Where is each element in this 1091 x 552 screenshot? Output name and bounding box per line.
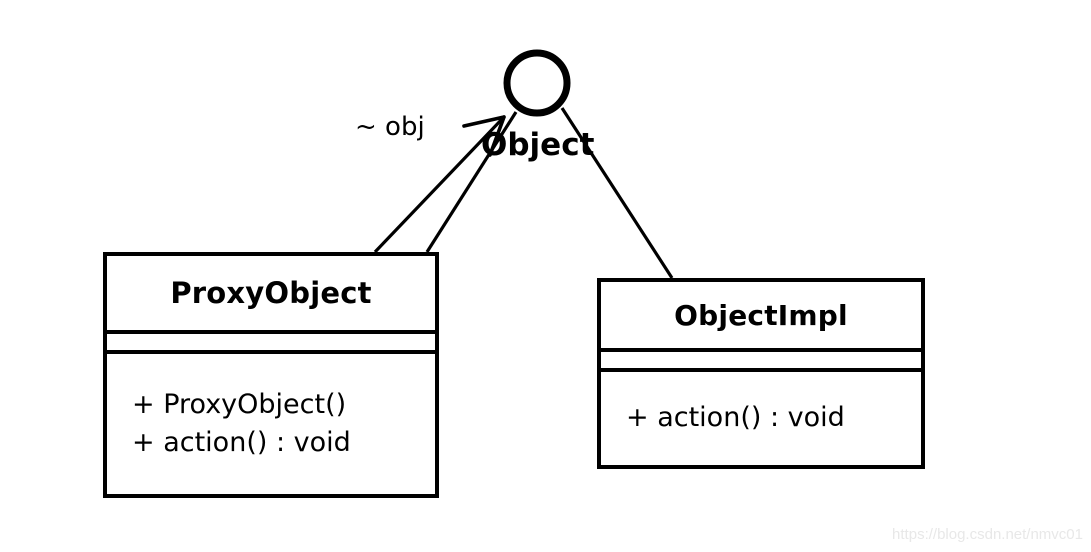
class-name-proxyobject: ProxyObject (170, 276, 372, 310)
class-name-objectimpl: ObjectImpl (674, 298, 848, 332)
class-box-objectimpl[interactable]: ObjectImpl + action() : void (597, 278, 925, 469)
class-method: + ProxyObject() (132, 388, 347, 420)
association-arrowhead (462, 115, 506, 157)
class-attributes-compartment (601, 348, 921, 372)
class-methods-compartment: + ProxyObject() + action() : void (107, 354, 435, 494)
class-attributes-compartment (107, 330, 435, 354)
association-role-label: ~ obj (355, 112, 425, 142)
class-name-compartment: ObjectImpl (601, 282, 921, 348)
realization-line-proxyobject (425, 111, 518, 253)
class-method: + action() : void (132, 427, 351, 458)
class-box-proxyobject[interactable]: ProxyObject + ProxyObject() + action() :… (103, 252, 439, 498)
class-methods-compartment: + action() : void (601, 372, 921, 465)
interface-label-object: Object (481, 127, 595, 163)
class-name-compartment: ProxyObject (107, 256, 435, 330)
class-method: + action() : void (626, 402, 845, 434)
realization-line-objectimpl (560, 107, 674, 279)
interface-circle-object (503, 49, 571, 117)
watermark-text: https://blog.csdn.net/nmvc01 (892, 526, 1083, 543)
association-line-obj (373, 115, 506, 254)
